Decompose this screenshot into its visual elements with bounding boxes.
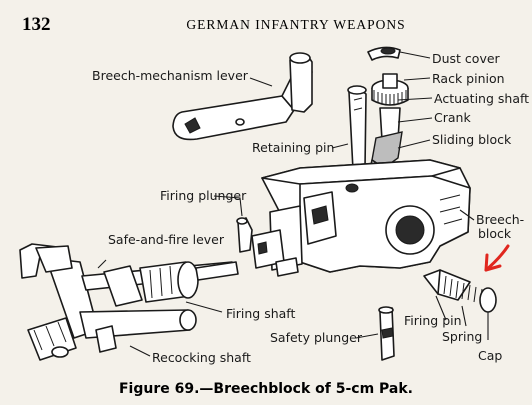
label-spring: Spring — [442, 329, 482, 344]
label-retaining-pin: Retaining pin — [252, 140, 334, 155]
label-dust-cover: Dust cover — [432, 51, 501, 66]
safety-plunger-drawing — [378, 306, 395, 361]
label-sliding-block: Sliding block — [432, 132, 512, 147]
breechblock-drawing — [251, 159, 471, 277]
retaining-pin-drawing — [347, 85, 367, 171]
firing-shaft-drawing — [81, 261, 239, 307]
recocking-shaft-drawing — [79, 309, 197, 353]
label-safe-and-fire-lever: Safe-and-fire lever — [108, 232, 225, 247]
label-breechblock-line2: block — [478, 226, 512, 241]
label-firing-pin: Firing pin — [404, 313, 462, 328]
label-breech-mechanism-lever: Breech-mechanism lever — [92, 68, 249, 83]
label-firing-plunger: Firing plunger — [160, 188, 247, 203]
label-safety-plunger: Safety plunger — [270, 330, 363, 345]
actuating-assembly-drawing — [367, 46, 409, 177]
label-cap: Cap — [478, 348, 502, 363]
figure-caption: Figure 69.—Breechblock of 5-cm Pak. — [119, 381, 413, 397]
firing-plunger-drawing — [236, 217, 253, 253]
firing-pin-drawing — [423, 269, 497, 313]
breech-mechanism-lever-drawing — [172, 52, 313, 141]
red-annotation-arrow — [484, 244, 510, 272]
label-firing-shaft: Firing shaft — [226, 306, 295, 321]
label-rack-pinion: Rack pinion — [432, 71, 505, 86]
safe-and-fire-lever-drawing — [19, 243, 99, 361]
page-number: 132 — [22, 14, 51, 35]
label-actuating-shaft: Actuating shaft — [434, 91, 529, 106]
label-crank: Crank — [434, 110, 471, 125]
label-recocking-shaft: Recocking shaft — [152, 350, 251, 365]
label-breechblock-line1: Breech- — [476, 212, 524, 227]
running-header: GERMAN INFANTRY WEAPONS — [186, 17, 405, 32]
leader-lines — [97, 51, 489, 357]
